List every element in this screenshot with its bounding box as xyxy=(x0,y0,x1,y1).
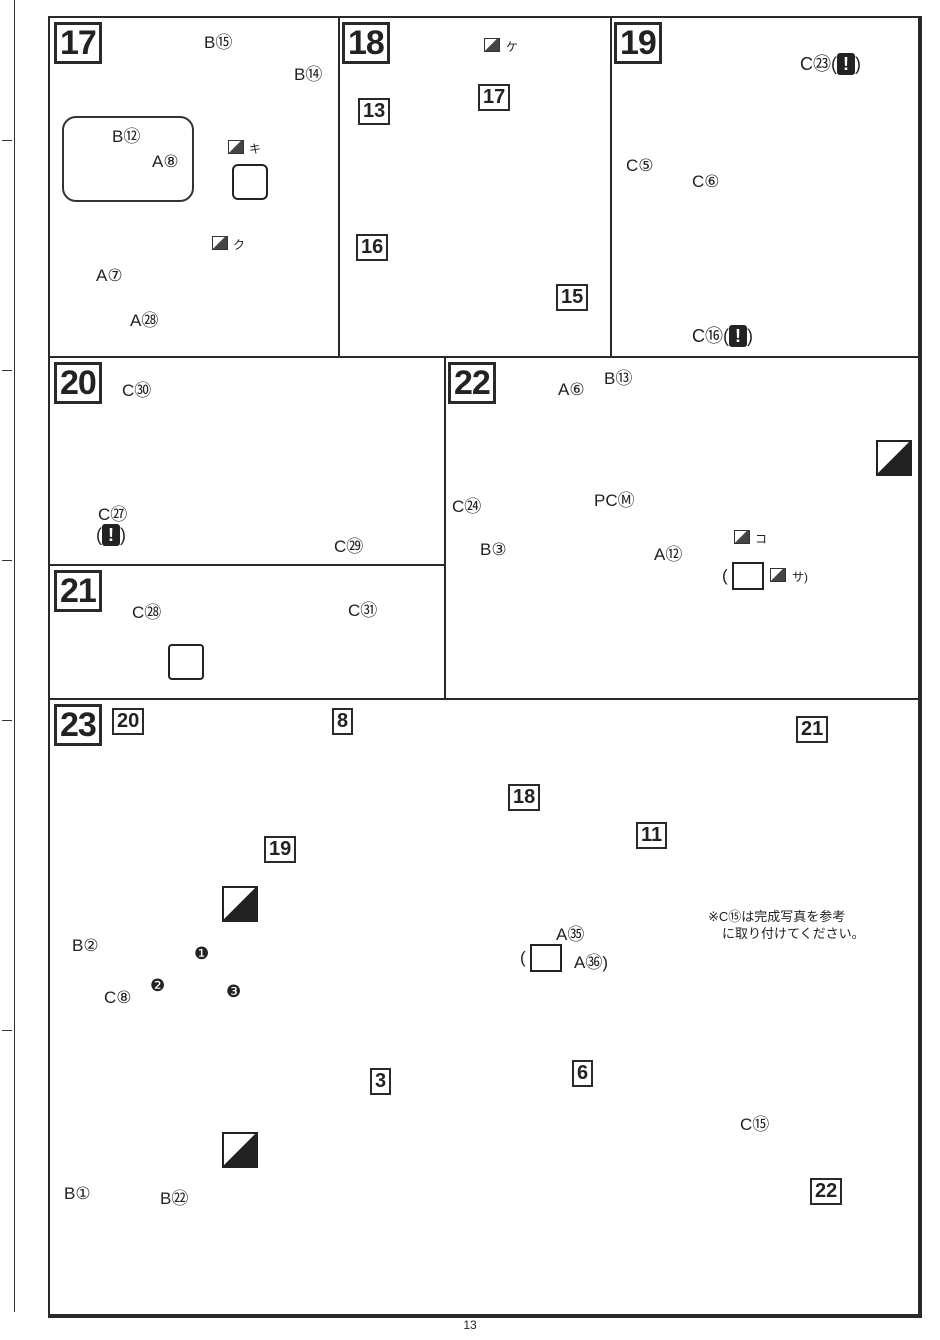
marker-icon xyxy=(222,886,258,922)
sticker-icon xyxy=(484,38,500,52)
sticker-icon xyxy=(228,140,244,154)
assemble-icon xyxy=(530,944,562,972)
detail-callout xyxy=(62,116,194,202)
part-label: A㉘ xyxy=(130,311,159,330)
assembly-ref-box: 21 xyxy=(796,716,829,743)
assembly-ref-box: 17 xyxy=(478,84,511,111)
step-number-23: 23 xyxy=(54,704,102,746)
order-marker: ❶ xyxy=(194,944,210,963)
page-number: 13 xyxy=(463,1318,477,1332)
marker-icon xyxy=(232,164,268,200)
sticker-icon xyxy=(212,236,228,250)
panel-step21 xyxy=(48,564,448,702)
step-number-18: 18 xyxy=(342,22,390,64)
cut-icon xyxy=(168,644,204,680)
panel-step19 xyxy=(610,16,920,360)
part-label: C㉔ xyxy=(452,497,482,516)
part-label: B㉒ xyxy=(160,1189,189,1208)
part-label: A⑧ xyxy=(152,152,179,171)
sticker-code: サ) xyxy=(792,570,808,584)
part-label: C㉗ xyxy=(98,505,128,524)
part-label: A⑥ xyxy=(558,380,585,399)
step-number-20: 20 xyxy=(54,362,102,404)
part-label: C㉛ xyxy=(348,601,378,620)
warning-note: (!) xyxy=(96,524,126,546)
panel-step23 xyxy=(48,698,920,1316)
assembly-ref-box: 8 xyxy=(332,708,354,735)
step-number-17: 17 xyxy=(54,22,102,64)
marker-icon xyxy=(876,440,912,476)
part-label: A㉟ xyxy=(556,925,585,944)
part-label: C㉚ xyxy=(122,381,152,400)
assembly-ref-box: 18 xyxy=(508,784,541,811)
part-label: C⑥ xyxy=(692,172,720,191)
warning-icon: ! xyxy=(102,524,120,546)
assembly-ref-box: 20 xyxy=(112,708,145,735)
part-label: A㊱) xyxy=(574,953,608,972)
assembly-ref-box: 11 xyxy=(636,822,668,849)
order-marker: ❷ xyxy=(150,976,166,995)
sticker-icon xyxy=(734,530,750,544)
panel-step22 xyxy=(444,356,920,702)
marker-icon xyxy=(222,1132,258,1168)
paren: ( xyxy=(520,948,526,967)
part-label: A⑫ xyxy=(654,545,683,564)
part-label: B① xyxy=(64,1184,91,1203)
part-label: C⑮ xyxy=(740,1115,770,1134)
assembly-ref-box: 13 xyxy=(358,98,391,125)
warning-note: C⑯(!) xyxy=(692,325,753,347)
part-label: A⑦ xyxy=(96,266,123,285)
step-number-19: 19 xyxy=(614,22,662,64)
assembly-ref-box: 6 xyxy=(572,1060,594,1087)
assembly-ref-box: 19 xyxy=(264,836,297,863)
sticker-code: コ xyxy=(755,532,768,546)
left-margin-strip xyxy=(0,0,15,1312)
warning-icon: ! xyxy=(837,53,855,75)
part-label: C㉘ xyxy=(132,603,162,622)
warning-icon: ! xyxy=(729,325,747,347)
warning-note: C㉓(!) xyxy=(800,53,861,75)
assemble-icon xyxy=(732,562,764,590)
assembly-note: ※C⑮は完成写真を参考 に取り付けてください。 xyxy=(708,909,865,941)
sticker-icon xyxy=(770,568,786,582)
part-label: B⑮ xyxy=(204,33,233,52)
part-label: C㉙ xyxy=(334,537,364,556)
assembly-ref-box: 16 xyxy=(356,234,389,261)
part-label: B⑭ xyxy=(294,65,323,84)
part-label: C⑤ xyxy=(626,156,654,175)
part-label: B⑬ xyxy=(604,369,633,388)
sticker-code: ク xyxy=(233,238,246,252)
assembly-ref-box: 22 xyxy=(810,1178,843,1205)
part-label: B⑫ xyxy=(112,127,141,146)
part-label: B② xyxy=(72,936,99,955)
step-number-21: 21 xyxy=(54,570,102,612)
part-label: B③ xyxy=(480,540,507,559)
order-marker: ❸ xyxy=(226,982,242,1001)
sticker-code: キ xyxy=(249,142,262,156)
assembly-ref-box: 15 xyxy=(556,284,589,311)
step-number-22: 22 xyxy=(448,362,496,404)
paren: ( xyxy=(722,566,728,585)
sticker-code: ケ xyxy=(506,40,519,54)
assembly-ref-box: 3 xyxy=(370,1068,392,1095)
part-label: C⑧ xyxy=(104,988,132,1007)
part-label: PCⓂ xyxy=(594,491,635,510)
